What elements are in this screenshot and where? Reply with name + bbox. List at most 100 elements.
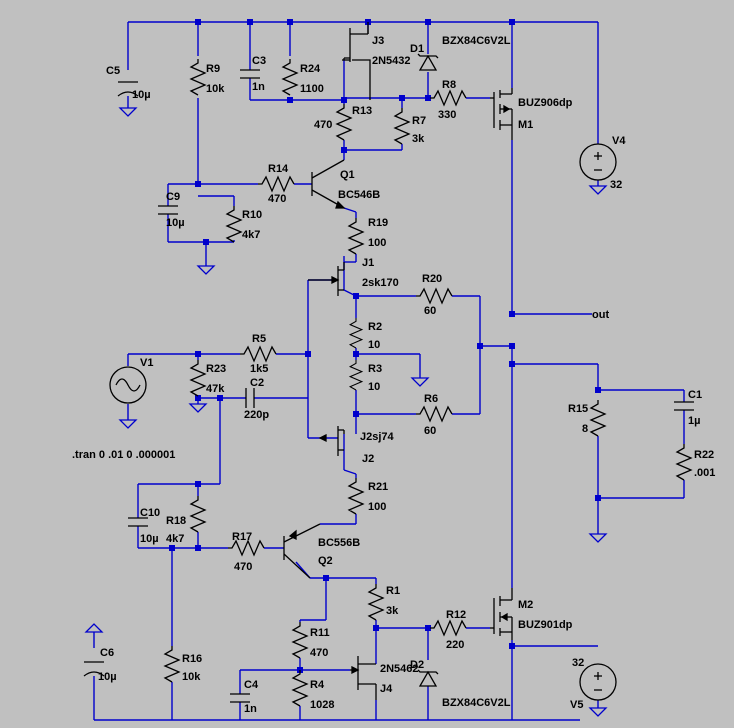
j3-value: 2N5432 [372, 55, 411, 67]
d2-value: BZX84C6V2L [442, 697, 511, 709]
r24-value: 1100 [300, 83, 324, 95]
resistor-r7-symbol [394, 107, 410, 145]
symbols [83, 22, 694, 707]
source-v5-symbol [579, 663, 617, 701]
r23-name: R23 [206, 363, 226, 375]
ground-icon [118, 107, 138, 117]
d1-name: D1 [410, 43, 424, 55]
q1-name: Q1 [340, 169, 355, 181]
j2-name: J2 [362, 453, 374, 465]
c4-name: C4 [244, 679, 259, 691]
c4-value: 1n [244, 703, 257, 715]
v1-name: V1 [140, 357, 153, 369]
bjt-q2-symbol [283, 523, 321, 579]
q2-name: Q2 [318, 555, 333, 567]
r4-value: 1028 [310, 699, 334, 711]
resistor-r9-symbol [190, 58, 206, 96]
capacitor-c3-symbol [240, 69, 260, 79]
r10-value: 4k7 [242, 229, 260, 241]
resistor-r13-symbol [336, 103, 352, 141]
r17-name: R17 [232, 531, 252, 543]
r6-name: R6 [424, 393, 438, 405]
r15-value: 8 [582, 423, 588, 435]
bjt-q1-symbol [311, 159, 346, 209]
c2-name: C2 [250, 377, 264, 389]
grounds [84, 107, 608, 717]
resistor-r5-symbol [240, 345, 277, 363]
j1-value: 2sk170 [362, 277, 399, 289]
r4-name: R4 [310, 679, 325, 691]
r3-name: R3 [368, 363, 382, 375]
m1-name: M1 [518, 119, 533, 131]
r8-value: 330 [438, 109, 456, 121]
capacitor-c2-symbol [245, 388, 255, 408]
r5-name: R5 [252, 333, 266, 345]
r22-name: R22 [694, 449, 714, 461]
r1-value: 3k [386, 605, 399, 617]
m2-value: BUZ901dp [518, 619, 573, 631]
resistor-r23-symbol [190, 359, 206, 397]
ground-icon [188, 403, 208, 413]
j3-name: J3 [372, 35, 384, 47]
zener-d2-symbol [417, 669, 439, 687]
resistor-r1-symbol [368, 583, 384, 621]
c9-value: 10µ [166, 217, 185, 229]
resistor-r18-symbol [190, 495, 206, 533]
c5-value: 10µ [132, 89, 151, 101]
junctions [169, 19, 601, 673]
v4-name: V4 [612, 135, 626, 147]
c2-value: 220p [244, 409, 269, 421]
r5-value: 1k5 [250, 363, 268, 375]
r13-value: 470 [314, 119, 332, 131]
resistor-r14-symbol [258, 175, 295, 193]
q2-value: BC556B [318, 537, 360, 549]
capacitor-c5-symbol [117, 81, 139, 97]
r13-name: R13 [352, 105, 372, 117]
r23-value: 47k [206, 383, 225, 395]
mosfet-m2-symbol [490, 588, 513, 640]
c5-name: C5 [106, 65, 120, 77]
r19-name: R19 [368, 217, 388, 229]
source-v4-symbol [579, 143, 617, 181]
r9-name: R9 [206, 63, 220, 75]
r15-name: R15 [568, 403, 588, 415]
ground-icon [196, 265, 216, 275]
capacitor-c6-symbol [83, 661, 105, 677]
r22-value: .001 [694, 467, 715, 479]
resistor-r2-symbol [349, 317, 363, 349]
capacitor-c10-symbol [128, 517, 148, 527]
r17-value: 470 [234, 561, 252, 573]
r3-value: 10 [368, 381, 380, 393]
r16-value: 10k [182, 671, 201, 683]
jfet-j1-symbol [308, 262, 345, 296]
c6-name: C6 [100, 647, 114, 659]
c1-name: C1 [688, 389, 702, 401]
resistor-r21-symbol [348, 477, 364, 515]
r1-name: R1 [386, 585, 400, 597]
r12-name: R12 [446, 609, 466, 621]
mosfet-m1-symbol [490, 88, 513, 140]
resistor-r17-symbol [228, 539, 265, 557]
resistor-r20-symbol [416, 287, 453, 305]
jfet-j4-symbol [350, 656, 377, 700]
resistor-r11-symbol [292, 621, 308, 659]
j4-value: 2N5462 [380, 663, 419, 675]
resistor-r12-symbol [430, 619, 467, 637]
m2-name: M2 [518, 599, 533, 611]
resistor-r8-symbol [430, 89, 467, 107]
r6-value: 60 [424, 425, 436, 437]
capacitor-c4-symbol [230, 693, 250, 703]
j4-name: J4 [380, 683, 393, 695]
m1-value: BUZ906dp [518, 97, 573, 109]
c1-value: 1µ [688, 415, 700, 427]
ground-icon [84, 623, 104, 633]
jfet-j3-symbol [342, 22, 371, 100]
net-label-out: out [592, 309, 609, 321]
resistor-r10-symbol [226, 205, 242, 243]
r10-name: R10 [242, 209, 262, 221]
resistor-r19-symbol [348, 217, 364, 255]
resistor-r24-symbol [282, 58, 298, 96]
c9-name: C9 [166, 191, 180, 203]
ground-icon [588, 707, 608, 717]
